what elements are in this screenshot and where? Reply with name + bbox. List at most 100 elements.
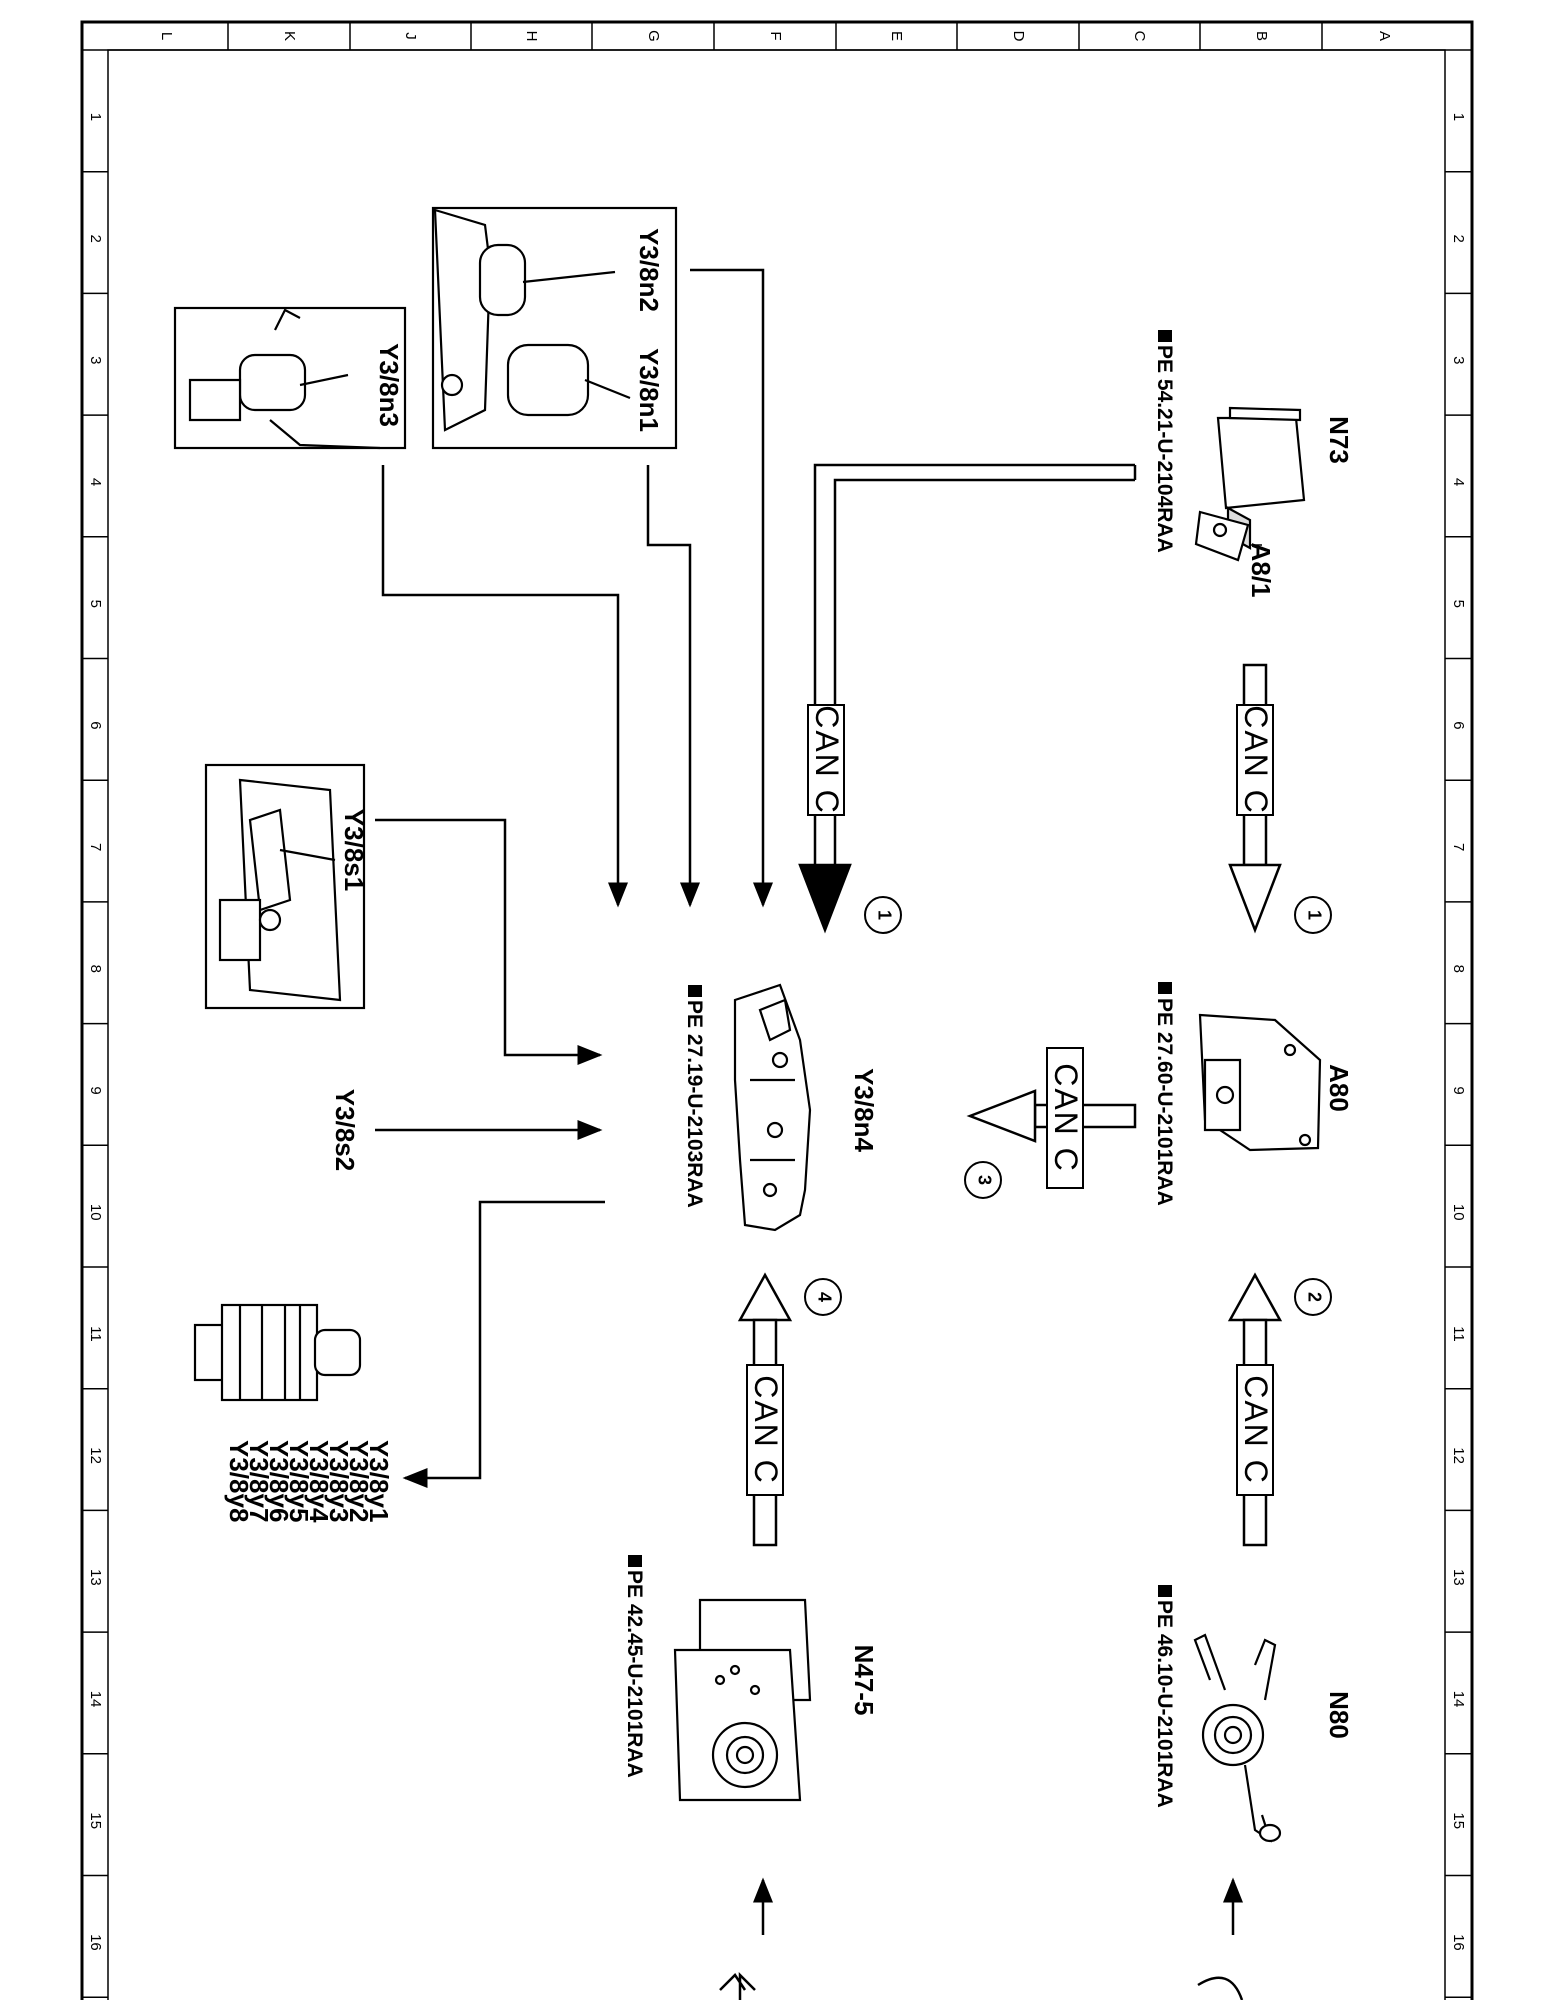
col-label: F: [767, 31, 784, 40]
row-label: 15: [87, 1812, 104, 1829]
column-letters: L K J H G F E D C B A: [158, 30, 1393, 42]
row-label: 12: [1450, 1447, 1467, 1464]
valve-label: Y3/8y1: [364, 1440, 394, 1522]
callout-number: 1: [874, 910, 894, 920]
row-label: 16: [1450, 1934, 1467, 1951]
y3-8n3-box: [173, 306, 407, 450]
n80-label: N80: [1324, 1691, 1354, 1739]
signal-lines: [375, 268, 773, 1488]
a80-label: A80: [1324, 1064, 1354, 1112]
row-label: 12: [87, 1447, 104, 1464]
can-label-box-4: CAN C: [746, 1364, 784, 1496]
drawing-frame: [80, 20, 1474, 2000]
callout-1-left: 1: [864, 896, 902, 934]
can-bus-n73-y38n4: [813, 463, 1137, 865]
callout-number: 1: [1304, 910, 1324, 920]
can-label-box-3: CAN C: [1046, 1047, 1084, 1189]
callout-2: 2: [1294, 1278, 1332, 1316]
col-label: A: [1376, 31, 1393, 41]
column-grid: [227, 22, 1323, 50]
row-label: 14: [87, 1691, 104, 1708]
n80-reference: PE 46.10-U-2101RAA: [1153, 1585, 1176, 1808]
valve-label: Y3/8y3: [324, 1440, 354, 1522]
row-label: 9: [87, 1086, 104, 1094]
callout-number: 4: [814, 1292, 834, 1302]
valve-label: Y3/8y8: [224, 1440, 254, 1522]
col-label: E: [888, 31, 905, 41]
a80-reference: PE 27.60-U-2101RAA: [1153, 982, 1176, 1206]
can-label-box-1: CAN C: [1236, 704, 1274, 816]
row-label: 8: [87, 965, 104, 973]
row-label: 3: [1450, 356, 1467, 364]
row-label: 2: [1450, 234, 1467, 242]
y3-8n4-reference: PE 27.19-U-2103RAA: [683, 985, 706, 1208]
n73-reference: PE 54.21-U-2104RAA: [1153, 330, 1176, 553]
y3-8n3-label: Y3/8n3: [374, 343, 404, 427]
can-bus-arrow-1-left: [798, 863, 852, 934]
valve-label: Y3/8y2: [344, 1440, 374, 1522]
col-label: D: [1010, 31, 1027, 42]
y3-8s1-box: [204, 763, 366, 1010]
callout-number: 3: [974, 1175, 994, 1185]
row-label: 5: [1450, 600, 1467, 608]
n80-ref-text: PE 46.10-U-2101RAA: [1153, 1600, 1176, 1808]
row-label: 13: [87, 1569, 104, 1586]
row-grid: [82, 170, 1472, 1998]
a80-ref-text: PE 27.60-U-2101RAA: [1153, 998, 1176, 1206]
row-label: 11: [1450, 1326, 1467, 1342]
y3-8s2-label: Y3/8s2: [330, 1089, 360, 1171]
y3-8n1-n2-box: [431, 206, 678, 450]
valve-label: Y3/8y4: [304, 1440, 334, 1523]
y3-8n4-label: Y3/8n4: [849, 1068, 879, 1152]
row-label: 1: [1450, 113, 1467, 121]
row-label: 7: [1450, 843, 1467, 851]
a8-1-label: A8/1: [1246, 543, 1276, 598]
row-label: 2: [87, 234, 104, 242]
n47-5-label: N47-5: [849, 1645, 879, 1716]
row-label: 10: [87, 1204, 104, 1221]
row-label: 11: [87, 1326, 104, 1342]
row-label: 4: [87, 478, 104, 486]
valve-label: Y3/8y6: [264, 1440, 294, 1522]
row-label: 7: [87, 843, 104, 851]
col-label: K: [281, 31, 298, 41]
n47-5-input-arrow: [719, 1877, 773, 2000]
y3-8n2-label: Y3/8n2: [634, 228, 664, 312]
n73-ref-text: PE 54.21-U-2104RAA: [1153, 345, 1176, 553]
can-label-box-2: CAN C: [1236, 1364, 1274, 1496]
row-label: 6: [87, 721, 104, 729]
col-label: C: [1131, 31, 1148, 42]
can-label-box-1b: CAN C: [807, 704, 845, 816]
can-label: CAN C: [748, 1375, 784, 1485]
col-label: J: [402, 32, 419, 40]
n47-5-ref-text: PE 42.45-U-2101RAA: [623, 1570, 646, 1778]
callout-number: 2: [1304, 1292, 1324, 1302]
row-label: 4: [1450, 478, 1467, 486]
row-label: 3: [87, 356, 104, 364]
valve-block: [193, 1303, 362, 1402]
callout-3: 3: [964, 1161, 1002, 1199]
valve-label: Y3/8y5: [284, 1440, 314, 1522]
row-label: 8: [1450, 965, 1467, 973]
col-label: H: [523, 31, 540, 42]
row-label: 6: [1450, 721, 1467, 729]
row-label: 10: [1450, 1204, 1467, 1221]
y3-8n4-component: [733, 983, 812, 1232]
callout-4: 4: [804, 1278, 842, 1316]
valve-label: Y3/8y7: [244, 1440, 274, 1522]
col-label: G: [645, 30, 662, 42]
row-label: 14: [1450, 1691, 1467, 1708]
row-label: 9: [1450, 1086, 1467, 1094]
y3-8n1-label: Y3/8n1: [634, 348, 664, 432]
row-label: 13: [1450, 1569, 1467, 1586]
callout-1-right: 1: [1294, 896, 1332, 934]
n47-5-reference: PE 42.45-U-2101RAA: [623, 1555, 646, 1778]
can-label: CAN C: [1048, 1063, 1084, 1173]
can-label: CAN C: [1238, 705, 1274, 815]
n73-component: [1194, 406, 1306, 562]
n73-label: N73: [1324, 416, 1354, 464]
can-label: CAN C: [809, 705, 845, 815]
